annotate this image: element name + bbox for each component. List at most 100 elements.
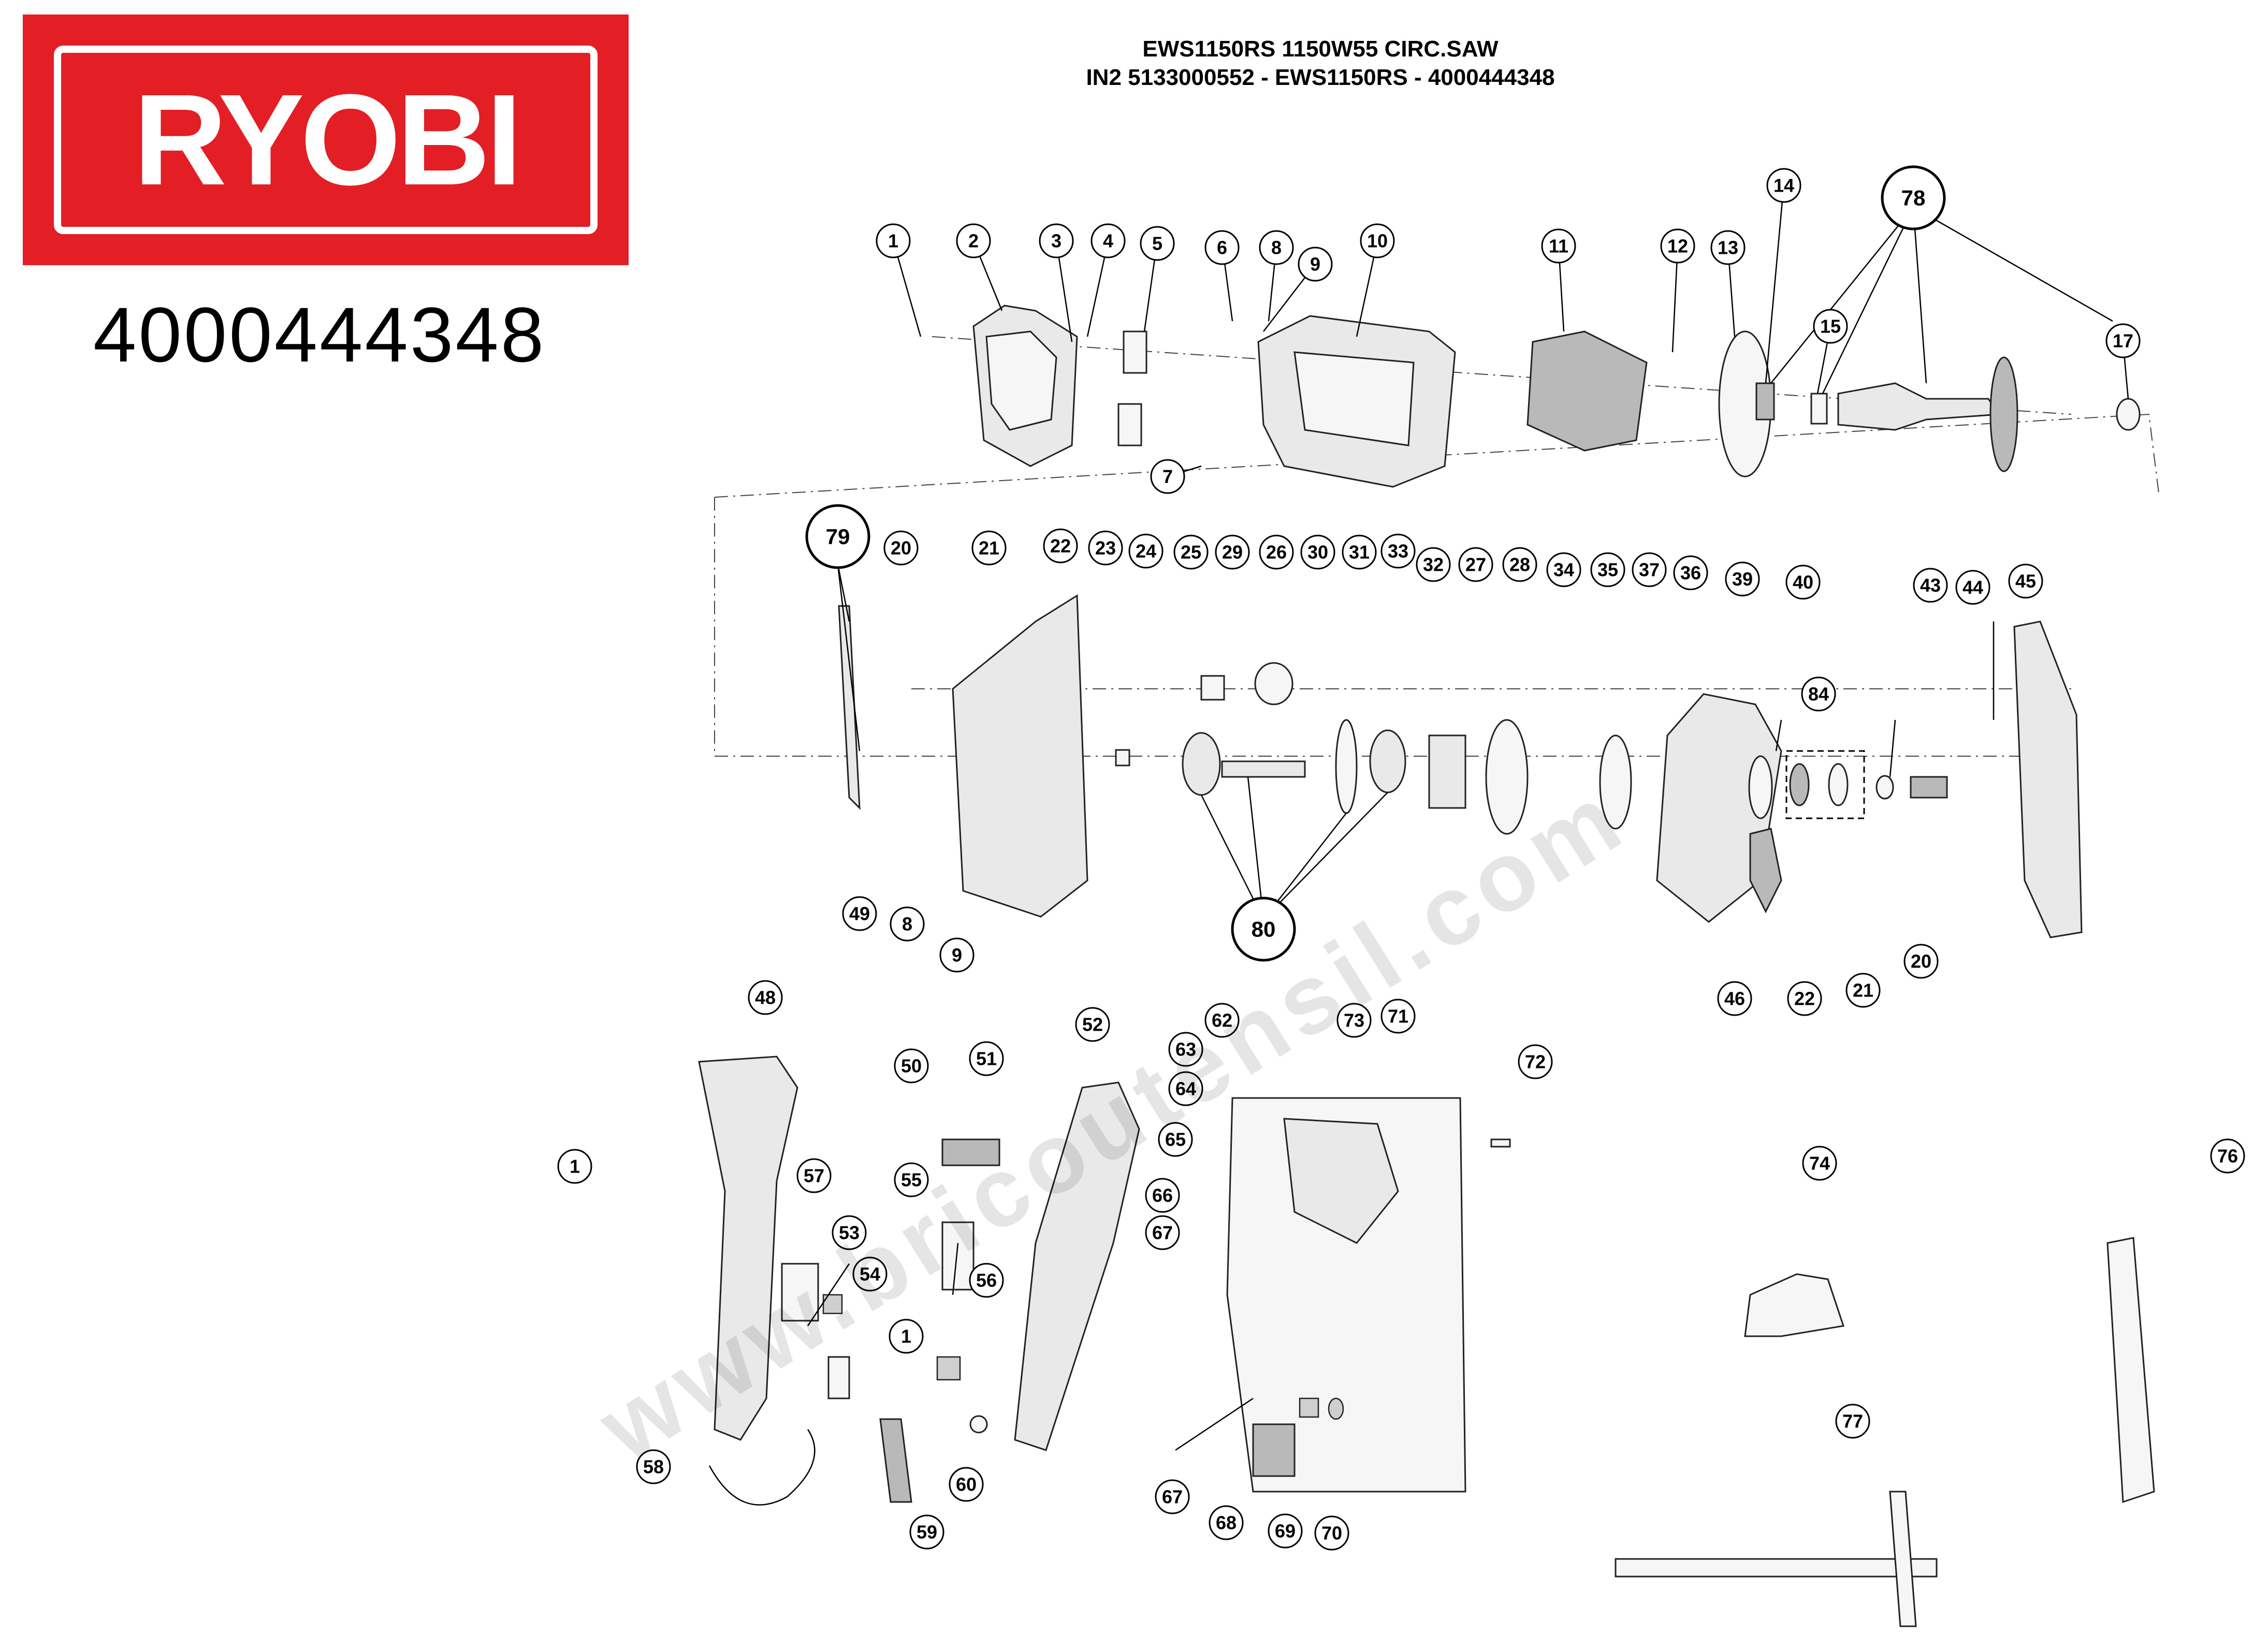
callout-21a-label: 21 [979,538,999,559]
callout-57-label: 57 [804,1165,824,1187]
gear-28-part [1428,734,1466,809]
callout-67a: 67 [1145,1215,1180,1250]
callout-52-label: 52 [1082,1014,1103,1035]
callout-74: 74 [1802,1146,1837,1181]
callout-79: 79 [805,504,870,569]
callout-22a-label: 22 [1050,536,1071,557]
callout-24: 24 [1128,533,1164,569]
pin-24-part [1115,749,1130,767]
callout-40-label: 40 [1793,572,1813,593]
header-reference: IN2 5133000552 - EWS1150RS - 4000444348 [1086,65,1555,90]
callout-36: 36 [1673,555,1708,590]
callout-35: 35 [1590,552,1625,587]
plate-79-part [838,605,861,810]
callout-8: 8 [1259,230,1294,265]
callout-59: 59 [909,1514,944,1550]
pin-72-part [1490,1138,1511,1148]
callout-20a: 20 [883,530,919,566]
callout-17: 17 [2105,323,2141,358]
callout-2: 2 [956,223,991,258]
callout-30: 30 [1300,534,1335,570]
callout-22b: 22 [1787,981,1822,1016]
callout-8b: 8 [890,906,925,942]
callout-5: 5 [1140,226,1175,261]
callout-59-label: 59 [917,1522,937,1543]
bevel-bracket-part [1283,1118,1399,1244]
rip-fence-77-blade [1889,1491,1917,1627]
callout-12-label: 12 [1667,236,1688,257]
part-56 [936,1356,961,1381]
callout-77: 77 [1835,1404,1870,1439]
inner-guard-part [952,594,1088,918]
bearing-25-part [1182,732,1221,796]
callout-48: 48 [748,980,783,1015]
callout-4: 4 [1091,223,1126,258]
handle-48-part [698,1056,798,1441]
callout-17-label: 17 [2113,330,2133,352]
callout-26-label: 26 [1266,542,1287,563]
callout-44-label: 44 [1962,577,1983,598]
ryobi-logo: RYOBI [23,15,629,265]
part-69 [1299,1397,1319,1418]
callout-64: 64 [1168,1071,1203,1106]
callout-32-label: 32 [1423,554,1444,575]
callout-13-label: 13 [1718,237,1738,258]
callout-27: 27 [1458,547,1493,582]
field-coil-part [1526,330,1648,452]
callout-76-label: 76 [2217,1146,2238,1167]
callout-43-label: 43 [1920,575,1941,596]
base-plate-part [1226,1097,1466,1493]
callout-40: 40 [1785,565,1821,600]
callout-58-label: 58 [643,1456,664,1478]
callout-74-label: 74 [1809,1153,1830,1174]
callout-33-label: 33 [1388,541,1408,562]
callout-9b: 9 [939,937,975,973]
callout-1b: 1 [557,1149,592,1184]
handle-base-group [698,1056,2155,1627]
spindle-part [1221,760,1306,778]
callout-9-label: 9 [1310,254,1320,275]
callout-31-label: 31 [1349,542,1370,563]
lower-guard-45-part [2013,620,2083,938]
wrench-76-part [2106,1237,2155,1504]
callout-2-label: 2 [968,230,979,252]
callout-69: 69 [1268,1513,1303,1549]
callout-66: 66 [1145,1178,1180,1213]
callout-23-label: 23 [1095,538,1116,559]
header-model: EWS1150RS 1150W55 CIRC.SAW [1142,36,1499,62]
callout-3-label: 3 [1051,230,1062,252]
callout-53: 53 [832,1215,867,1250]
callout-25: 25 [1173,534,1209,570]
callout-37-label: 37 [1639,559,1660,581]
callout-8-label: 8 [1271,237,1282,258]
part-68 [1252,1423,1296,1477]
callout-34-label: 34 [1553,559,1574,581]
bearing-26-part [1254,662,1293,705]
callout-32: 32 [1416,547,1451,582]
callout-24-label: 24 [1136,541,1156,562]
callout-14: 14 [1766,168,1801,203]
callout-79-label: 79 [826,525,850,549]
handle-52-part [1014,1081,1140,1451]
callout-20b-label: 20 [1911,951,1931,972]
callout-51-label: 51 [976,1048,997,1070]
callout-49-label: 49 [849,903,870,924]
callout-1b-label: 1 [570,1156,580,1177]
callout-28: 28 [1502,547,1537,582]
bolt-44-part [1910,776,1948,799]
callout-50: 50 [894,1048,929,1083]
callout-72: 72 [1518,1044,1553,1079]
callout-76: 76 [2210,1138,2245,1174]
part-54 [827,1356,850,1399]
callout-6-label: 6 [1217,237,1227,258]
callout-80-label: 80 [1252,917,1276,942]
callout-35-label: 35 [1597,559,1618,581]
callout-57: 57 [796,1158,832,1193]
callout-71-label: 71 [1388,1006,1408,1027]
motor-group [972,305,2141,488]
gear-case-group [838,594,2083,938]
callout-84: 84 [1801,676,1836,712]
callout-54: 54 [852,1256,888,1292]
bearing-14-part [1755,382,1775,421]
